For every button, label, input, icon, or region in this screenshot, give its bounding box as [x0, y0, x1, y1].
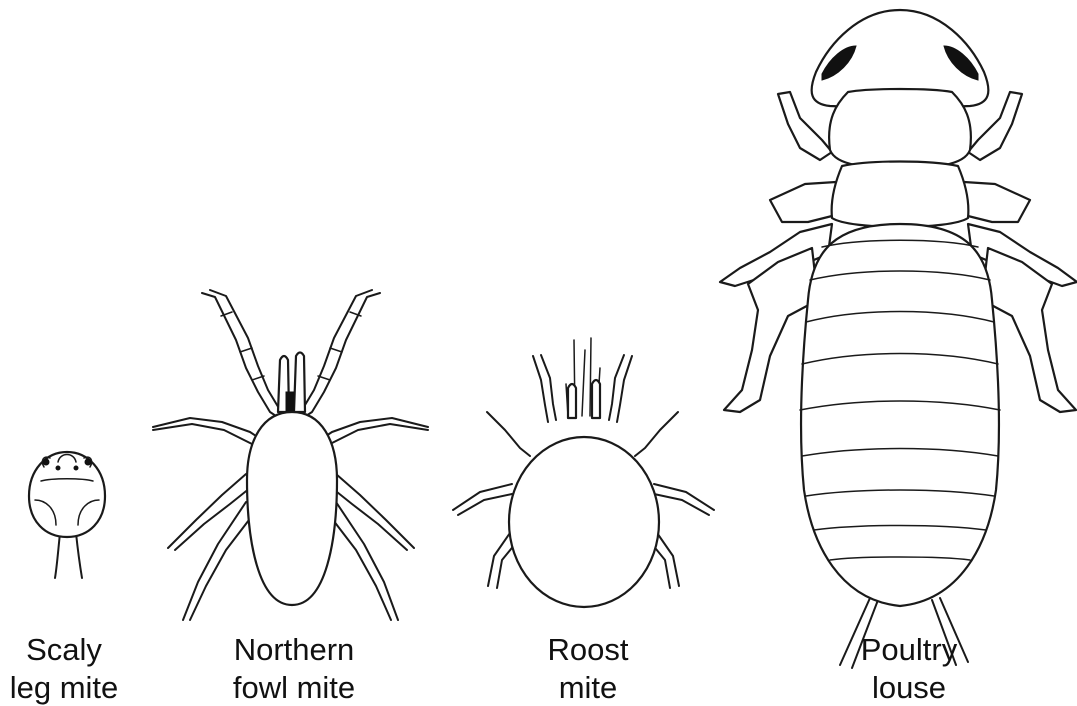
label-roost-mite-line2: mite — [559, 670, 618, 705]
label-northern-fowl-mite-line2: fowl mite — [233, 670, 355, 705]
scaly-leg-mite-drawing — [29, 452, 105, 578]
label-northern-fowl-mite-line1: Northern — [234, 632, 355, 667]
label-roost-mite-line1: Roost — [548, 632, 629, 667]
roost-mite-drawing — [453, 338, 714, 607]
label-poultry-louse-line1: Poultry — [861, 632, 958, 667]
label-scaly-leg-mite-line2: leg mite — [10, 670, 119, 705]
label-scaly-leg-mite-line1: Scaly — [26, 632, 102, 667]
label-poultry-louse-line2: louse — [872, 670, 946, 705]
specimen-labels: Scaly leg mite Northern fowl mite Roost … — [10, 632, 958, 705]
northern-fowl-mite-drawing — [153, 290, 428, 620]
poultry-louse-drawing — [720, 10, 1077, 668]
